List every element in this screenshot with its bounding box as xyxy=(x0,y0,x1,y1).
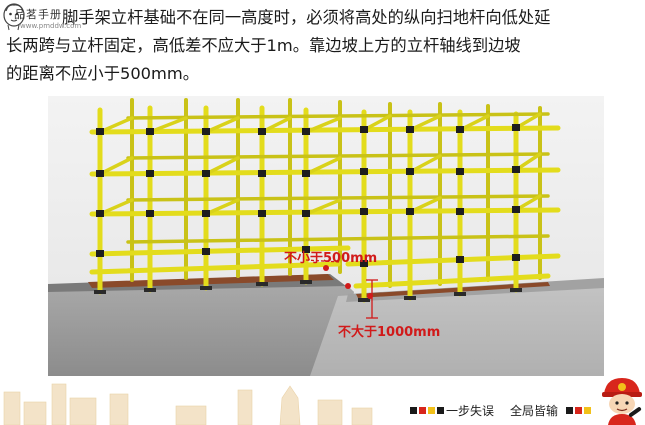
back-ledgers xyxy=(126,112,550,244)
dimension-markers xyxy=(305,259,378,319)
base-plates xyxy=(94,280,522,302)
slogan-left: 一步失误 xyxy=(446,404,495,418)
left-color-squares xyxy=(410,407,444,414)
ledgers xyxy=(89,125,561,289)
square-red-2 xyxy=(575,407,582,414)
min-distance-label: 不小于500mm xyxy=(284,251,377,266)
square-red xyxy=(419,407,426,414)
regulation-line-3: 的距离不应小于500mm。 xyxy=(6,64,200,83)
max-height-label: 不大于1000mm xyxy=(338,324,440,340)
square-black-3 xyxy=(566,407,573,414)
regulation-line-2: 长两跨与立杆固定，高低差不应大于1m。靠边坡上方的立杆轴线到边坡 xyxy=(6,36,521,55)
footer-slogan: 一步失误 全局皆输 xyxy=(446,402,558,419)
mascot-face-icon xyxy=(3,3,25,31)
low-ground xyxy=(310,280,604,376)
right-color-squares xyxy=(566,407,591,414)
low-soil-strip xyxy=(356,282,550,298)
city-skyline-icon xyxy=(3,383,373,425)
slogan-right: 全局皆输 xyxy=(510,404,559,418)
square-black xyxy=(410,407,417,414)
square-yellow-2 xyxy=(584,407,591,414)
firefighter-mascot-icon xyxy=(602,378,642,425)
regulation-line-1: 脚手架立杆基础不在同一高度时，必须将高处的纵向扫地杆向低处延 xyxy=(62,8,551,27)
clamps xyxy=(96,124,520,267)
logo-url: www.pmddw.com xyxy=(20,22,82,30)
square-black-2 xyxy=(437,407,444,414)
brand-logo: 品茗手册 www.pmddw.com xyxy=(2,2,81,36)
transoms xyxy=(98,112,542,216)
square-yellow xyxy=(428,407,435,414)
regulation-text: 脚手架立杆基础不在同一高度时，必须将高处的纵向扫地杆向低处延 长两跨与立杆固定，… xyxy=(6,4,638,88)
high-ground-face xyxy=(48,286,354,376)
logo-text: 品茗手册 xyxy=(14,8,62,21)
scaffold-diagram: 不小于500mm 不大于1000mm xyxy=(48,96,604,376)
